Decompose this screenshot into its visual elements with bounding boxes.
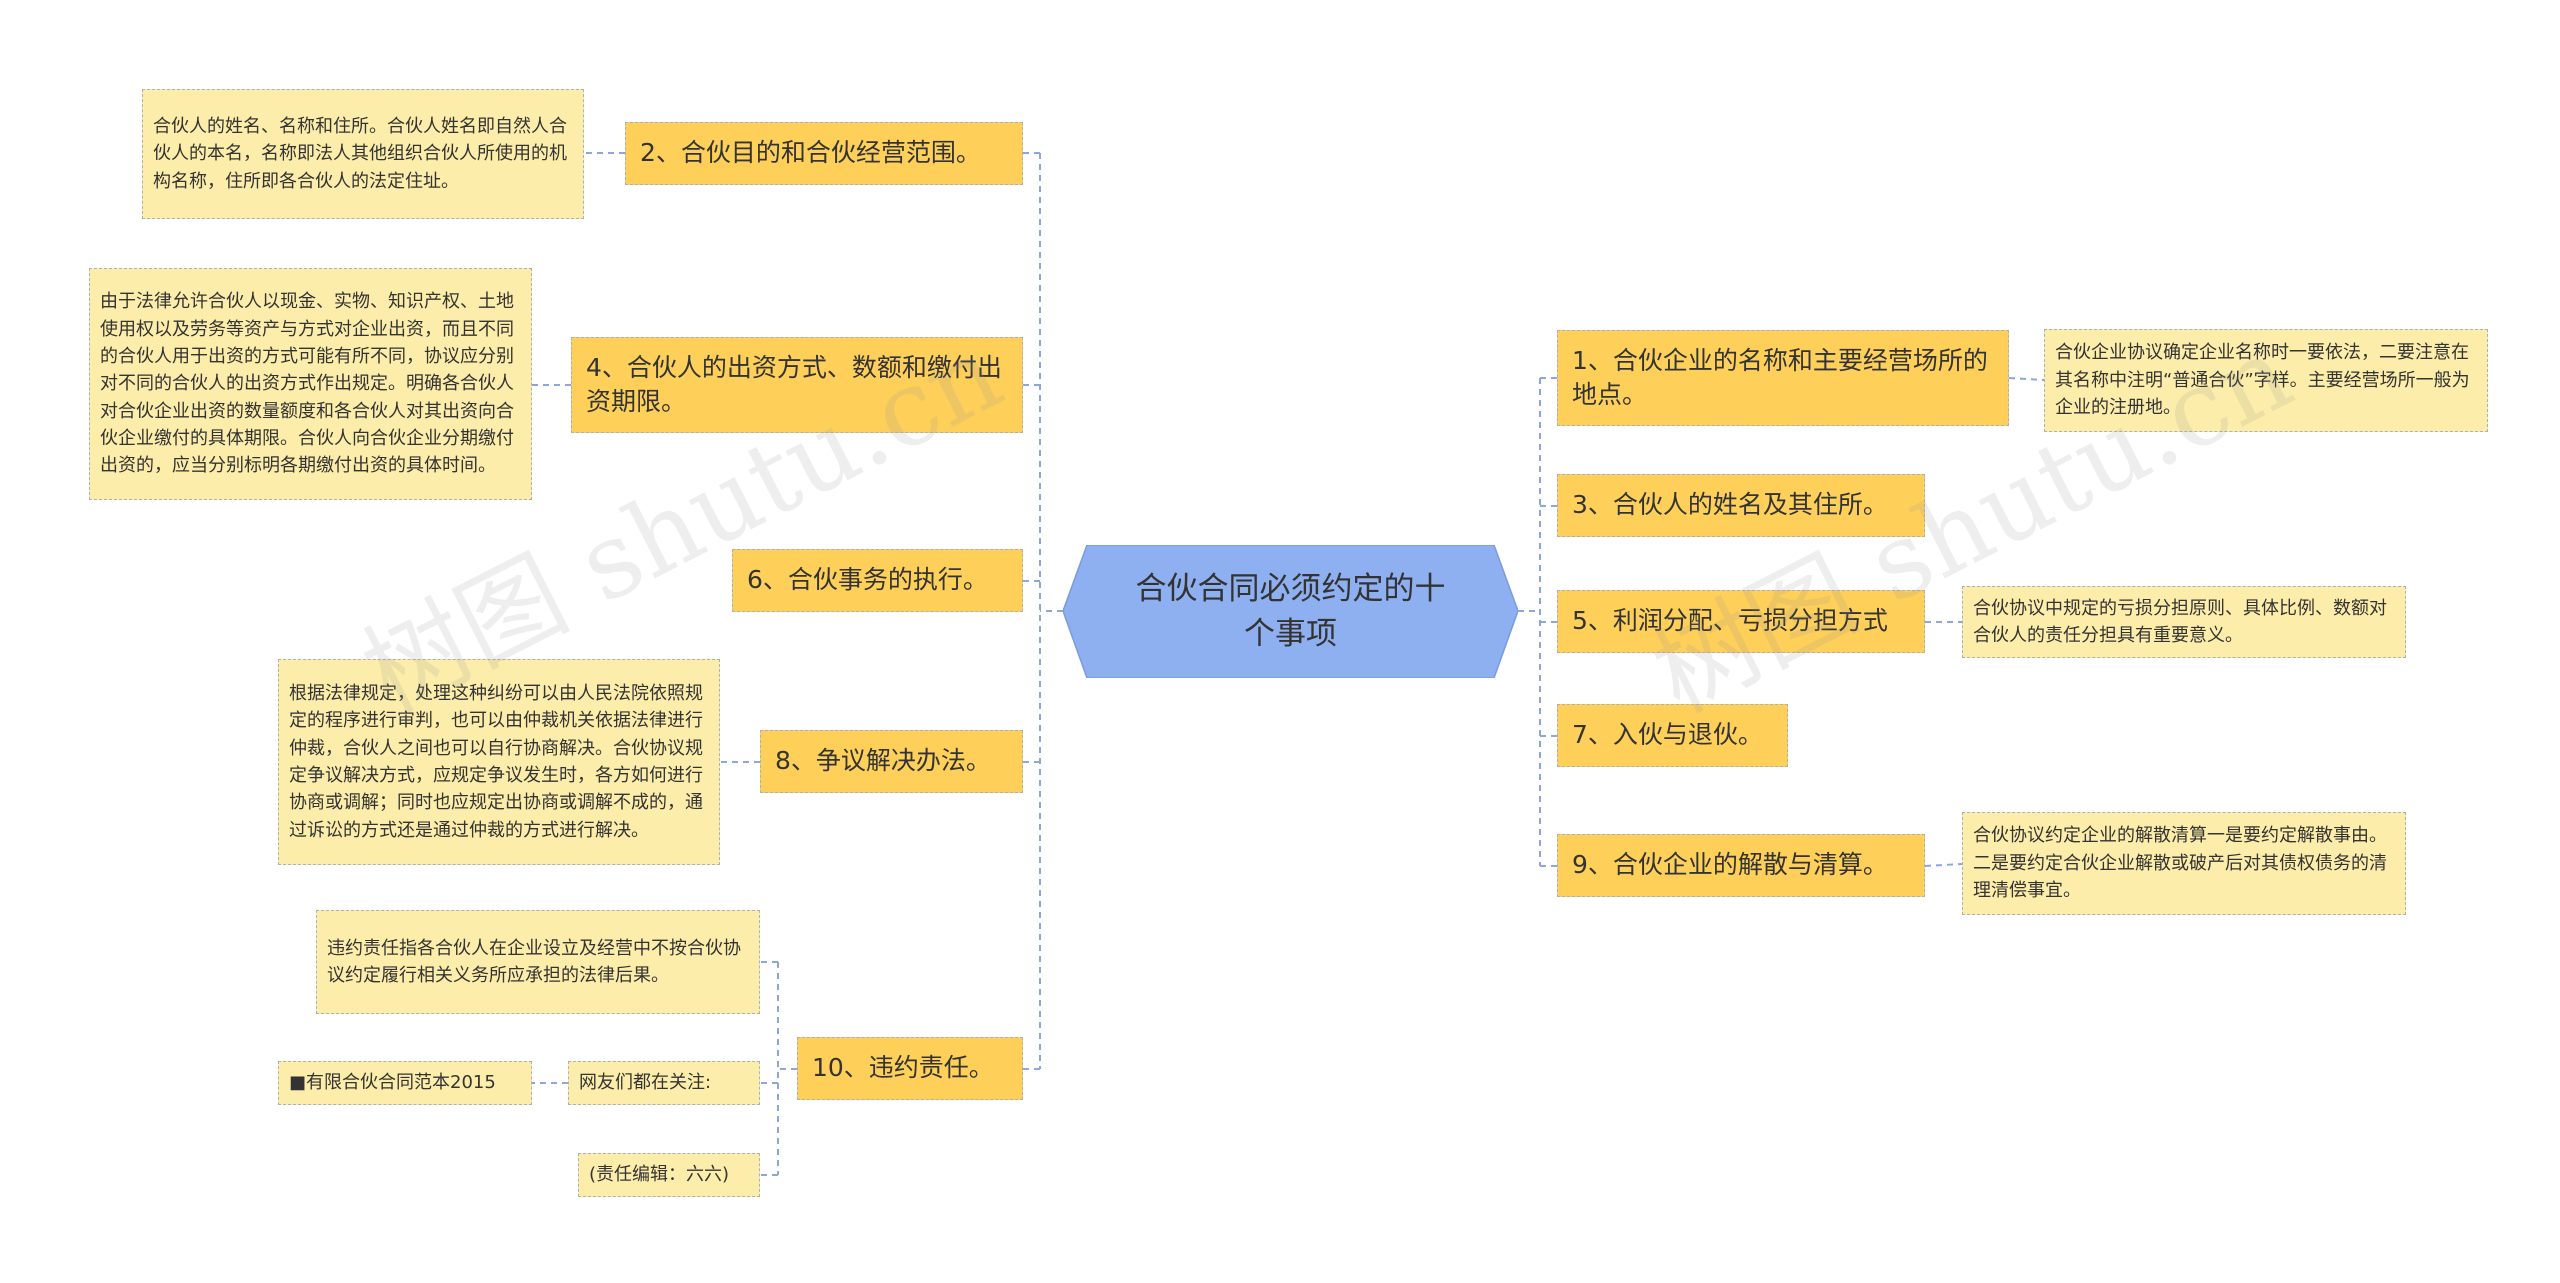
topic-partner-names[interactable]: 3、合伙人的姓名及其住所。: [1557, 474, 1925, 537]
topic-label: 8、争议解决办法。: [775, 746, 991, 776]
editor-credit-text: (责任编辑：六六): [589, 1164, 730, 1186]
note-text: 由于法律允许合伙人以现金、实物、知识产权、土地使用权以及劳务等资产与方式对企业出…: [100, 291, 514, 477]
topic-enterprise-name[interactable]: 1、合伙企业的名称和主要经营场所的地点。: [1557, 330, 2009, 426]
note-text: 合伙协议中规定的亏损分担原则、具体比例、数额对合伙人的责任分担具有重要意义。: [1973, 597, 2387, 646]
topic-dissolution[interactable]: 9、合伙企业的解散与清算。: [1557, 834, 1925, 897]
topic-breach-liability[interactable]: 10、违约责任。: [797, 1037, 1023, 1100]
topic-label: 5、利润分配、亏损分担方式: [1572, 606, 1888, 636]
note-dispute-resolution[interactable]: 根据法律规定，处理这种纠纷可以由人民法院依照规定的程序进行审判，也可以由仲裁机关…: [278, 659, 720, 865]
note-capital-contribution[interactable]: 由于法律允许合伙人以现金、实物、知识产权、土地使用权以及劳务等资产与方式对企业出…: [89, 268, 532, 500]
editor-credit: (责任编辑：六六): [578, 1153, 760, 1197]
topic-label: 4、合伙人的出资方式、数额和缴付出资期限。: [586, 352, 1002, 417]
topic-label: 2、合伙目的和合伙经营范围。: [640, 138, 981, 168]
root-title: 合伙合同必须约定的十个事项: [1135, 570, 1446, 652]
note-text: 合伙协议约定企业的解散清算一是要约定解散事由。二是要约定合伙企业解散或破产后对其…: [1973, 825, 2387, 902]
note-text: 合伙企业协议确定企业名称时一要依法，二要注意在其名称中注明“普通合伙”字样。主要…: [2055, 342, 2470, 419]
note-text: 根据法律规定，处理这种纠纷可以由人民法院依照规定的程序进行审判，也可以由仲裁机关…: [289, 682, 703, 841]
topic-affairs-execution[interactable]: 6、合伙事务的执行。: [732, 549, 1023, 612]
note-dissolution[interactable]: 合伙协议约定企业的解散清算一是要约定解散事由。二是要约定合伙企业解散或破产后对其…: [1962, 812, 2406, 915]
related-link-text: ■有限合伙合同范本2015: [289, 1072, 496, 1094]
topic-capital-contribution[interactable]: 4、合伙人的出资方式、数额和缴付出资期限。: [571, 337, 1023, 433]
note-partner-names[interactable]: 合伙人的姓名、名称和住所。合伙人姓名即自然人合伙人的本名，名称即法人其他组织合伙…: [142, 89, 584, 219]
note-link: [2008, 377, 2045, 381]
related-heading-text: 网友们都在关注:: [579, 1072, 712, 1094]
topic-label: 3、合伙人的姓名及其住所。: [1572, 490, 1888, 520]
topic-purpose-scope[interactable]: 2、合伙目的和合伙经营范围。: [625, 122, 1023, 185]
topic-label: 6、合伙事务的执行。: [747, 565, 988, 595]
related-heading: 网友们都在关注:: [568, 1061, 760, 1105]
topic-profit-loss[interactable]: 5、利润分配、亏损分担方式: [1557, 590, 1925, 653]
topic-admission-withdrawal[interactable]: 7、入伙与退伙。: [1557, 704, 1788, 767]
topic-label: 7、入伙与退伙。: [1572, 720, 1763, 750]
root-node[interactable]: 合伙合同必须约定的十个事项: [1063, 545, 1518, 678]
root-node-shape: [1063, 545, 1518, 678]
note-enterprise-name[interactable]: 合伙企业协议确定企业名称时一要依法，二要注意在其名称中注明“普通合伙”字样。主要…: [2044, 329, 2488, 432]
topic-label: 1、合伙企业的名称和主要经营场所的地点。: [1572, 345, 1988, 410]
topic-label: 10、违约责任。: [812, 1053, 994, 1083]
note-text: 合伙人的姓名、名称和住所。合伙人姓名即自然人合伙人的本名，名称即法人其他组织合伙…: [153, 115, 567, 192]
topic-label: 9、合伙企业的解散与清算。: [1572, 850, 1888, 880]
note-link: [1924, 863, 1963, 867]
related-link[interactable]: ■有限合伙合同范本2015: [278, 1061, 532, 1105]
note-profit-loss[interactable]: 合伙协议中规定的亏损分担原则、具体比例、数额对合伙人的责任分担具有重要意义。: [1962, 586, 2406, 658]
note-text: 违约责任指各合伙人在企业设立及经营中不按合伙协议约定履行相关义务所应承担的法律后…: [327, 937, 741, 986]
topic-dispute-resolution[interactable]: 8、争议解决办法。: [760, 730, 1023, 793]
note-breach-liability[interactable]: 违约责任指各合伙人在企业设立及经营中不按合伙协议约定履行相关义务所应承担的法律后…: [316, 910, 760, 1014]
